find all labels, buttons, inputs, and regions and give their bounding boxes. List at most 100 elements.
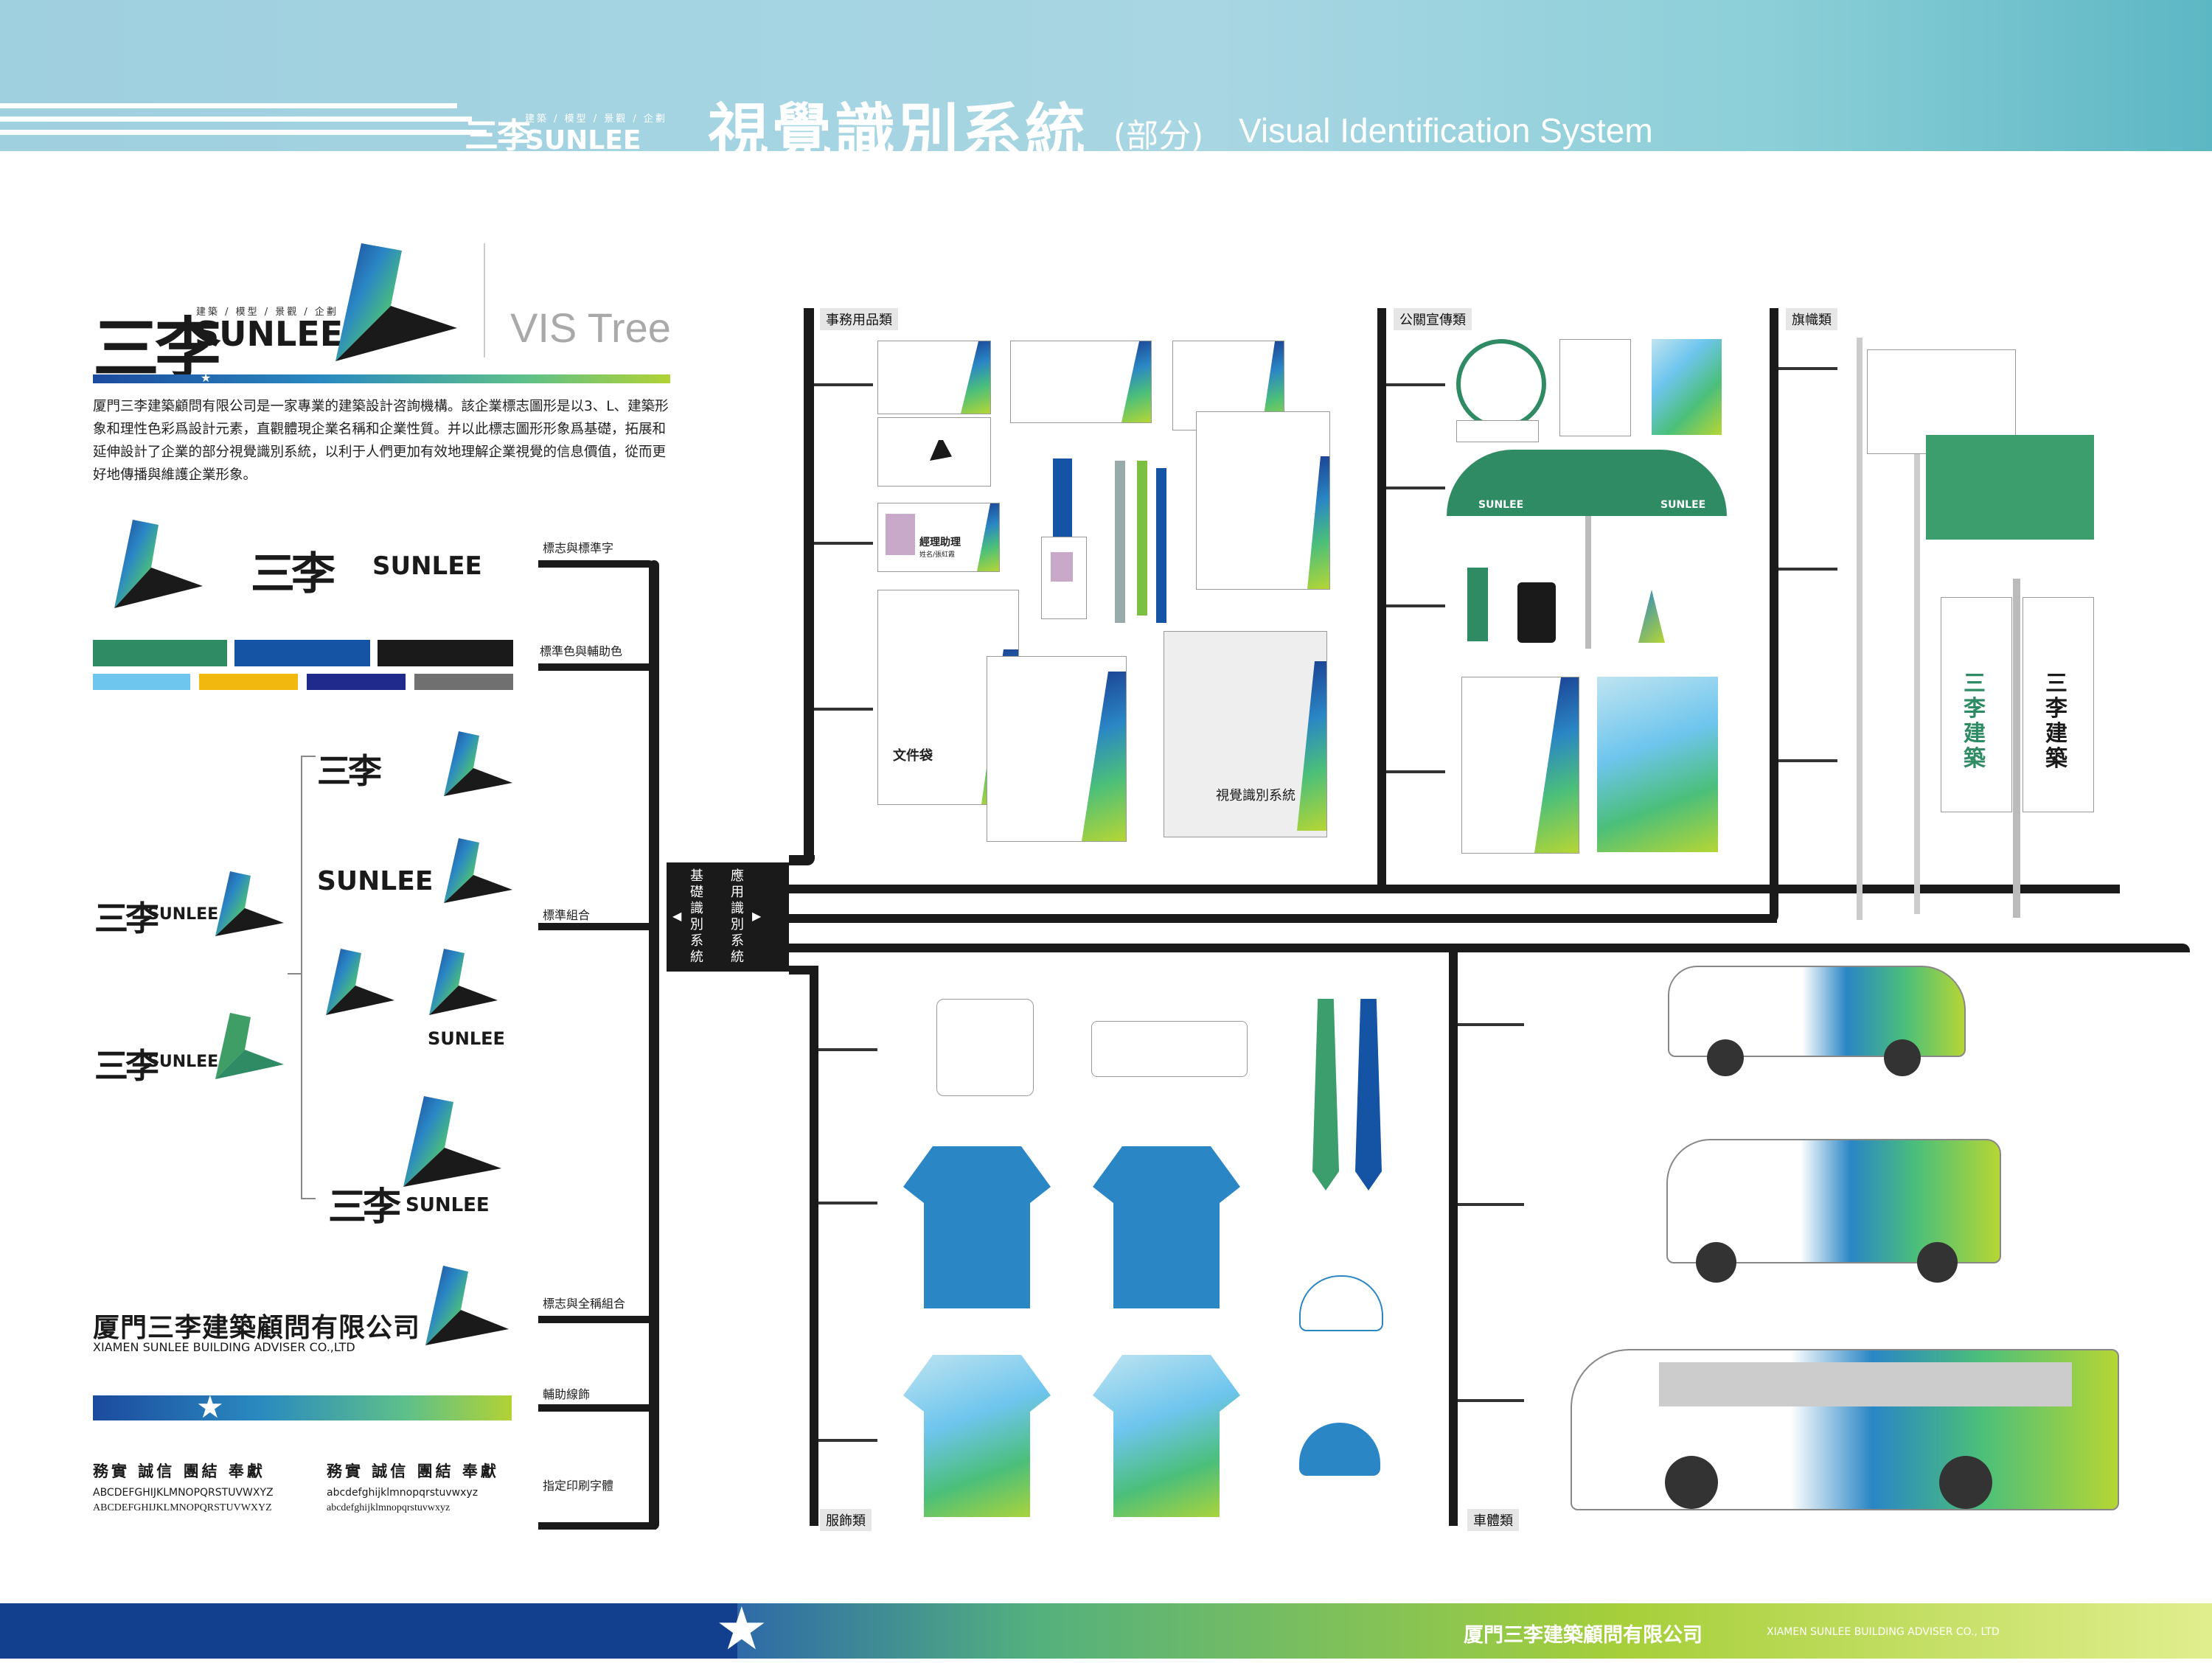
vehicle-trunk [1449,944,1458,1526]
basic-branch [538,663,656,671]
tshirt-blue [903,1146,1051,1308]
document-bag-label: 文件袋 [893,748,933,764]
basic-branch [538,1404,656,1412]
footer-band-left [0,1603,737,1659]
sub-branch [1458,1203,1524,1206]
font-sample-upper: ABCDEFGHIJKLMNOPQRSTUVWXYZ [93,1487,274,1499]
arrow-right-icon: ▶ [752,909,762,923]
keychain [1467,568,1488,641]
combo-wordmark: SUNLEE [428,1028,505,1049]
aux-color-lightblue [93,674,190,690]
wheel [1665,1456,1718,1509]
divider [484,243,485,358]
standard-color-green [93,640,227,666]
combo-wordmark: SUNLEE [147,1053,219,1071]
page-title-part: (部分) [1113,117,1204,155]
sub-branch [814,708,873,711]
header-logo-mark: 三李 [465,116,531,156]
branch-label: 指定印刷字體 [543,1479,614,1493]
category-vehicles: 車體類 [1467,1509,1519,1531]
font-sample-upper-serif: ABCDEFGHIJKLMNOPQRSTUVWXYZ [93,1502,272,1513]
banner-pole [2013,579,2020,918]
header-stripe [0,130,487,135]
vi-binder: 視覺識別系統 [1164,631,1327,837]
arrow-left-icon: ◀ [672,909,682,923]
paper-cup [1559,339,1631,436]
poster [1597,677,1718,852]
badge-subtitle: 姓名/張紅霞 [919,551,956,559]
banner-zh: 三李建築 [2045,671,2067,772]
business-card-back [877,417,991,487]
header-brand-tagline: 建築 / 模型 / 景觀 / 企劃 [525,114,667,125]
basic-branch [538,923,656,930]
tshirt-gradient [903,1355,1051,1517]
lanyard [1053,459,1072,537]
tshirt-gradient-back [1093,1355,1240,1517]
company-name-en: XIAMEN SUNLEE BUILDING ADVISER CO.,LTD [93,1340,355,1354]
sub-branch [818,1202,877,1204]
badge-square [936,999,1034,1096]
wheel [1707,1039,1744,1076]
font-sample-zh: 務實 誠信 團結 奉獻 [93,1462,265,1480]
font-sample-lower: abcdefghijklmnopqrstuvwxyz [327,1487,479,1499]
umbrella [1447,450,1727,516]
employee-card: 經理助理 姓名/張紅霞 [877,503,1000,572]
file-folder [987,656,1127,842]
combo-logo-mark: 三李 [94,1046,159,1086]
combo-logo-icon [215,871,284,936]
standard-color-black [378,640,513,666]
basic-trunk [649,560,659,1530]
banner-zh: 三李建築 [1964,671,1986,772]
envelope [1010,341,1152,423]
vis-tree-title: VIS Tree [510,304,671,351]
binder-label: 視覺識別系統 [1216,788,1295,803]
desk-sign [1456,420,1539,442]
standard-color-blue [234,640,370,666]
notepad [1461,677,1579,854]
sub-branch [1386,770,1445,773]
wheel [1917,1242,1958,1283]
sub-branch [1386,383,1445,386]
combo-logo-icon [326,949,394,1015]
aux-color-gray [414,674,513,690]
ashtray [1456,339,1546,429]
sub-branch [1458,1399,1524,1402]
basic-branch [538,1316,656,1323]
tie-green [1312,999,1339,1190]
brand-gradient-bar [93,374,670,383]
cap-white [1299,1275,1383,1331]
font-sample-lower-serif: abcdefghijklmnopqrstuvwxyz [327,1502,451,1513]
sub-branch [814,542,873,545]
header-stripe [0,116,472,122]
header-stripe [0,103,457,108]
office-trunk [804,308,814,861]
center-right-text: 應用識別系統 [731,868,744,965]
cap-blue [1299,1423,1380,1476]
header-brand-name: SUNLEE [525,125,641,156]
category-apparel: 服飾類 [820,1509,872,1531]
sub-branch [1778,759,1837,762]
combo-logo-icon [429,949,498,1015]
logo-mark: 三李 [251,548,335,600]
tie-blue [1355,999,1382,1190]
combo-wordmark: SUNLEE [317,866,434,896]
combo-logo-mark: 三李 [328,1185,401,1230]
photo [886,514,915,555]
business-card [877,341,991,414]
keychain-leather [1517,582,1556,643]
footer-company-en: XIAMEN SUNLEE BUILDING ADVISER CO., LTD [1767,1626,2000,1638]
brand-name: SUNLEE [195,314,344,354]
street-banner: 三李建築 [1941,597,2012,812]
badge-title: 經理助理 [919,537,961,548]
sub-branch [1458,1023,1524,1026]
apparel-trunk [810,966,818,1526]
umbrella-text: SUNLEE [1660,499,1706,511]
combo-logo-icon [403,1096,501,1187]
combo-bracket [288,973,302,975]
bus-windows [1659,1362,2072,1406]
logo-wordmark: SUNLEE [372,551,482,581]
combo-wordmark: SUNLEE [147,905,219,924]
umbrella-text: SUNLEE [1478,499,1524,511]
combo-logo-mark: 三李 [317,751,382,791]
flag-pole [1914,442,1920,914]
